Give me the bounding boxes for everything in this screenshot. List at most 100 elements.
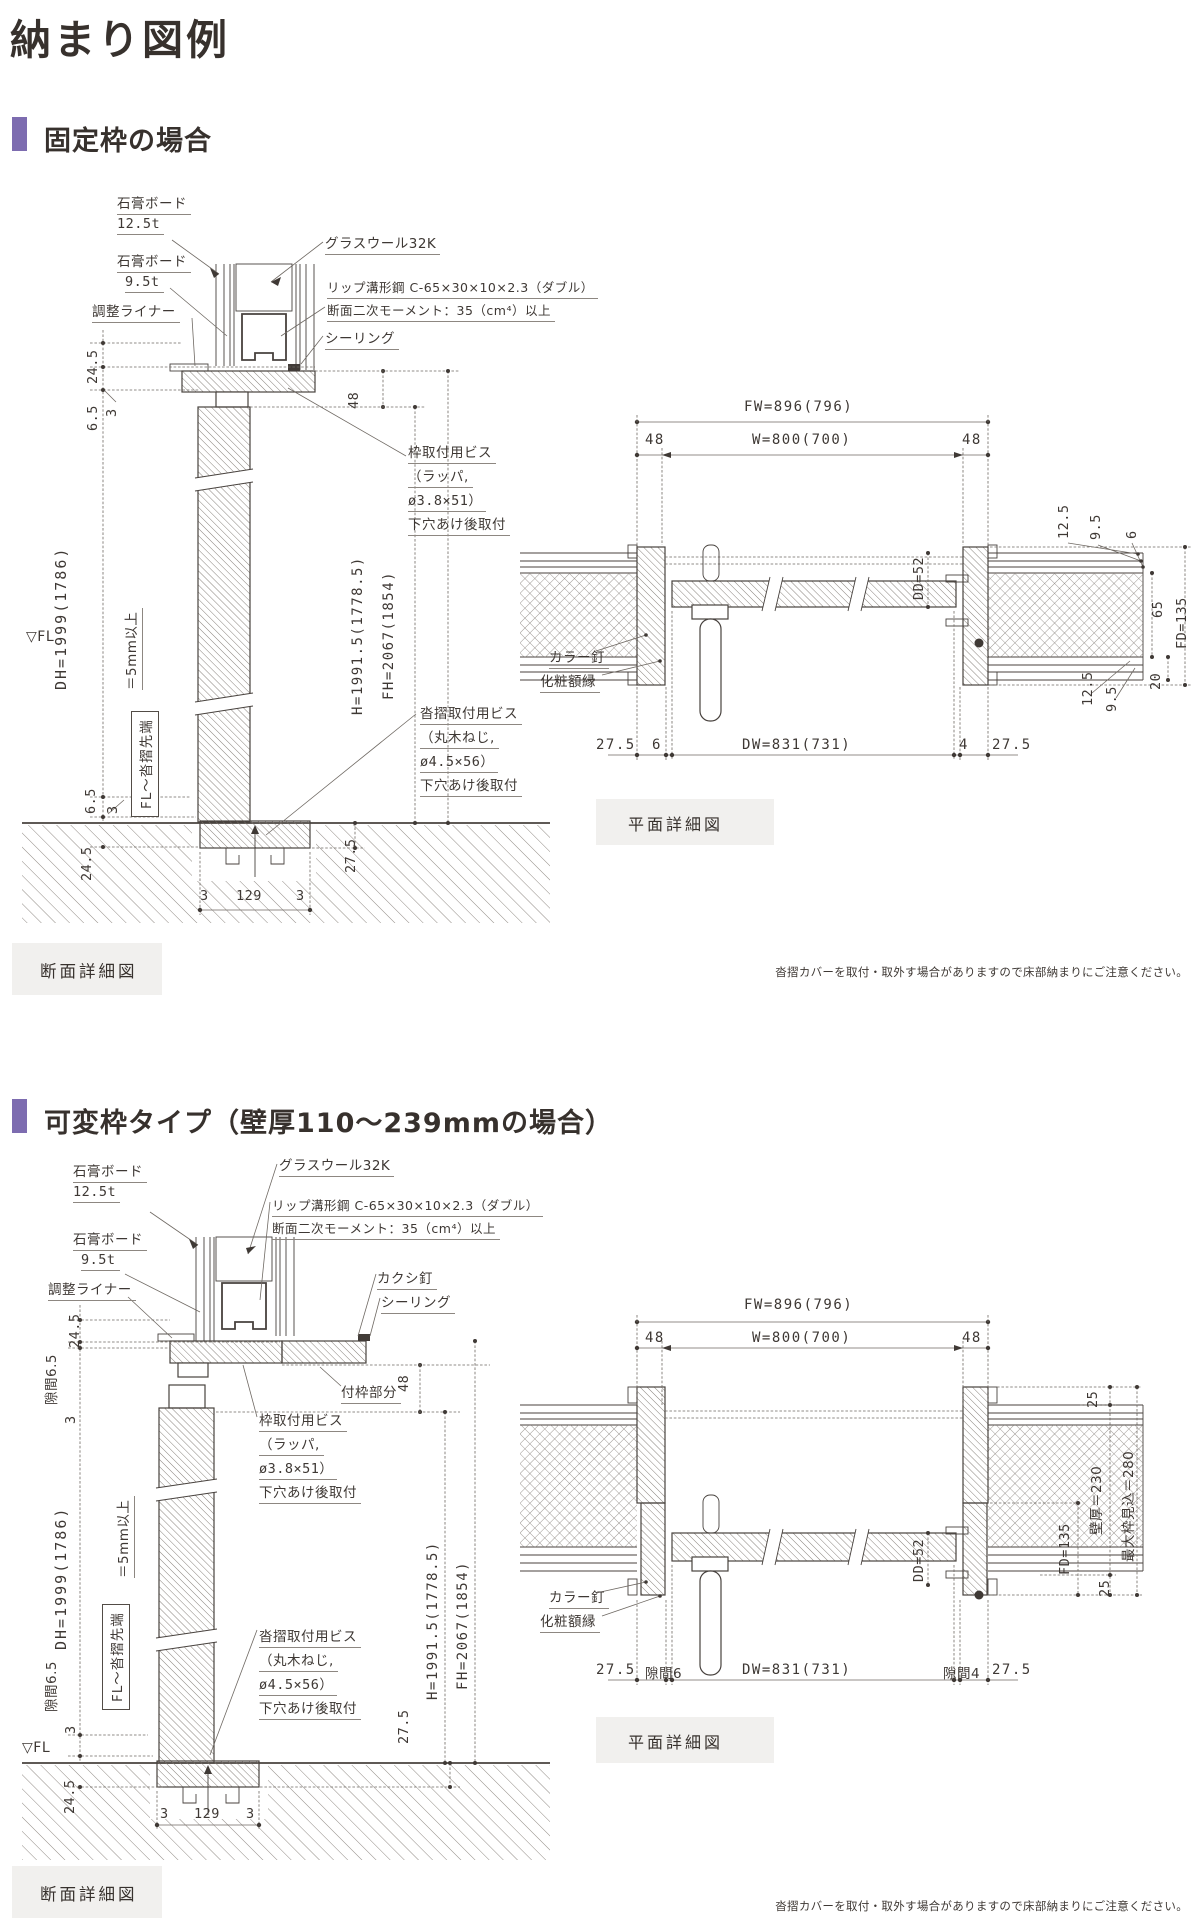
s2-label-frame-screw-2: （ラッパ,: [259, 1433, 324, 1456]
s1-dim-sill-3-right: 3: [296, 888, 305, 904]
s2-dim-sill-3-left: 3: [160, 1806, 169, 1822]
s1-plan-dim-board-9-5: 9.5: [1088, 514, 1104, 540]
s2-plan-dim-dw: DW=831(731): [742, 1662, 852, 1678]
s2-dim-h: H=1991.5(1778.5): [425, 1541, 441, 1700]
plan-dimension-lines: [595, 1315, 1142, 1685]
s1-label-sill-screw-2: （丸木ねじ,: [420, 726, 499, 749]
s1-dim-h: H=1991.5(1778.5): [350, 556, 366, 715]
s1-dim-dh: DH=1999(1786): [52, 546, 70, 690]
s1-plan-dim-48-left: 48: [645, 432, 665, 448]
s1-fl-mark: ▽FL: [26, 629, 55, 645]
s2-label-kakushi-nail: カクシ釘: [377, 1267, 437, 1290]
s1-fl-range-box: FL～沓摺先端: [131, 711, 159, 817]
s2-dim-bottom-24-5: 24.5: [62, 1779, 78, 1814]
s2-plan-dim-48-right: 48: [962, 1330, 982, 1346]
s1-label-gypsum2-thickness: 9.5t: [125, 274, 164, 293]
s1-label-sealing: シーリング: [325, 327, 399, 350]
s2-plan-dim-dd: DD=52: [911, 1538, 927, 1582]
s1-dim-top-6-5: 6.5: [85, 405, 101, 431]
s2-label-frame-screw-1: 枠取付用ビス: [259, 1409, 347, 1432]
s1-plan-dim-clear-4: 4: [959, 737, 969, 753]
s1-label-liner: 調整ライナー: [92, 300, 180, 323]
s1-dim-bottom-3: 3: [105, 805, 121, 814]
s1-cs-caption-box: 断面詳細図: [12, 943, 162, 995]
s2-label-tsukewaku: 付枠部分: [341, 1381, 401, 1404]
s2-cross-section-drawing: [22, 1163, 550, 1860]
s2-label-gypsum1: 石膏ボード: [73, 1160, 147, 1183]
s1-label-frame-screw-3: ø3.8×51）: [408, 489, 487, 512]
s1-plan-dim-dw: DW=831(731): [742, 737, 852, 753]
section1-accent-bar: [12, 117, 27, 151]
s1-plan-dim-fd: FD=135: [1174, 597, 1190, 649]
s2-plan-caption: 平面詳細図: [628, 1733, 724, 1752]
s2-dim-sill-27-5: 27.5: [396, 1709, 412, 1744]
s2-label-sill-screw-4: 下穴あけ後取付: [259, 1697, 361, 1720]
s1-label-sill-screw-1: 沓摺取付用ビス: [420, 702, 522, 725]
s2-label-sill-screw-1: 沓摺取付用ビス: [259, 1625, 361, 1648]
s2-plan-drawing: [520, 1315, 1144, 1685]
door-jambs: [627, 1386, 998, 1596]
s1-plan-dim-dd: DD=52: [911, 556, 927, 600]
s2-dim-bottom-3: 3: [63, 1725, 79, 1734]
s1-label-sill-screw-4: 下穴あけ後取付: [420, 774, 522, 797]
s1-plan-dim-fw: FW=896(796): [744, 399, 854, 415]
s2-plan-label-casing: 化粧額縁: [540, 1610, 600, 1633]
s1-label-gypsum1: 石膏ボード: [117, 192, 191, 215]
s2-label-sealing: シーリング: [381, 1291, 455, 1314]
s2-plan-dim-48-left: 48: [645, 1330, 665, 1346]
head-frame: [157, 1333, 370, 1378]
s2-dim-fh: FH=2067(1854): [455, 1560, 471, 1690]
wall-section: [195, 1236, 295, 1341]
s1-label-moment: 断面二次モーメント：35（cm⁴）以上: [327, 300, 555, 322]
s2-label-frame-screw-4: 下穴あけ後取付: [259, 1481, 361, 1504]
s1-dim-fh: FH=2067(1854): [381, 570, 397, 700]
s2-plan-dim-25-bottom: 25: [1097, 1579, 1113, 1597]
s2-plan-dim-25-top: 25: [1085, 1390, 1101, 1408]
door-leaf-plan: [671, 544, 984, 722]
leader-lines: [169, 239, 417, 836]
s2-plan-dim-w: W=800(700): [752, 1330, 852, 1346]
door-leaf-plan: [671, 1494, 984, 1676]
dimension-lines: [68, 1305, 490, 1830]
s2-plan-dim-clear-6: 隙間6: [645, 1666, 683, 1682]
sill-lines: [665, 1410, 963, 1419]
s2-plan-dim-max-depth: 最大枠見込＝280: [1121, 1450, 1137, 1562]
section1-heading: 固定枠の場合: [44, 126, 212, 157]
s2-dim-dh: DH=1999(1786): [52, 1506, 70, 1650]
s2-label-sill-screw-2: （丸木ねじ,: [259, 1649, 338, 1672]
s2-fl-min-label: ＝5mm以上: [112, 1495, 135, 1578]
door-jambs: [627, 544, 998, 686]
s1-plan-caption: 平面詳細図: [628, 815, 724, 834]
s2-dim-bottom-gap-6-5: 隙間6.5: [44, 1661, 60, 1712]
s2-plan-dim-27-5-left: 27.5: [596, 1662, 636, 1678]
s1-plan-dim-w: W=800(700): [752, 432, 852, 448]
s2-plan-dim-27-5-right: 27.5: [992, 1662, 1032, 1678]
s2-plan-dim-fw: FW=896(796): [744, 1297, 854, 1313]
s2-fl-range-box: FL～沓摺先端: [102, 1604, 130, 1710]
s1-label-glasswool: グラスウール32K: [325, 232, 441, 255]
s1-dim-top-24-5: 24.5: [85, 349, 101, 384]
s1-dim-top-3: 3: [104, 408, 120, 417]
s1-label-frame-screw-1: 枠取付用ビス: [408, 441, 496, 464]
s2-fl-mark: ▽FL: [22, 1740, 51, 1756]
s1-plan-dim-27-5-right: 27.5: [992, 737, 1032, 753]
s1-cross-section-drawing: [22, 239, 550, 923]
s1-plan-dim-core-65: 65: [1150, 600, 1166, 618]
s1-plan-dim-bottom-board-12-5: 12.5: [1080, 671, 1096, 706]
s1-plan-drawing: [520, 415, 1192, 760]
s1-label-sill-screw-3: ø4.5×56）: [420, 750, 499, 773]
s2-label-liner: 調整ライナー: [48, 1278, 136, 1301]
s1-dim-sill-129: 129: [236, 888, 262, 904]
s1-label-frame-screw-4: 下穴あけ後取付: [408, 513, 510, 536]
s1-plan-label-color-nail: カラー釘: [549, 646, 609, 669]
section2-heading: 可変枠タイプ（壁厚110～239mmの場合）: [44, 1108, 613, 1139]
wall-plan: [520, 1404, 1144, 1572]
s2-dim-top-gap-6-5: 隙間6.5: [44, 1354, 60, 1405]
s1-plan-dim-clear-6: 6: [652, 737, 662, 753]
door-leaf: [155, 1384, 218, 1764]
s2-cs-caption-box: 断面詳細図: [12, 1866, 162, 1918]
s2-label-moment: 断面二次モーメント：35（cm⁴）以上: [272, 1218, 500, 1240]
s1-footnote: 沓摺カバーを取付・取外す場合がありますので床部納まりにご注意ください。: [775, 965, 1188, 979]
s1-label-gypsum1-thickness: 12.5t: [117, 216, 165, 235]
